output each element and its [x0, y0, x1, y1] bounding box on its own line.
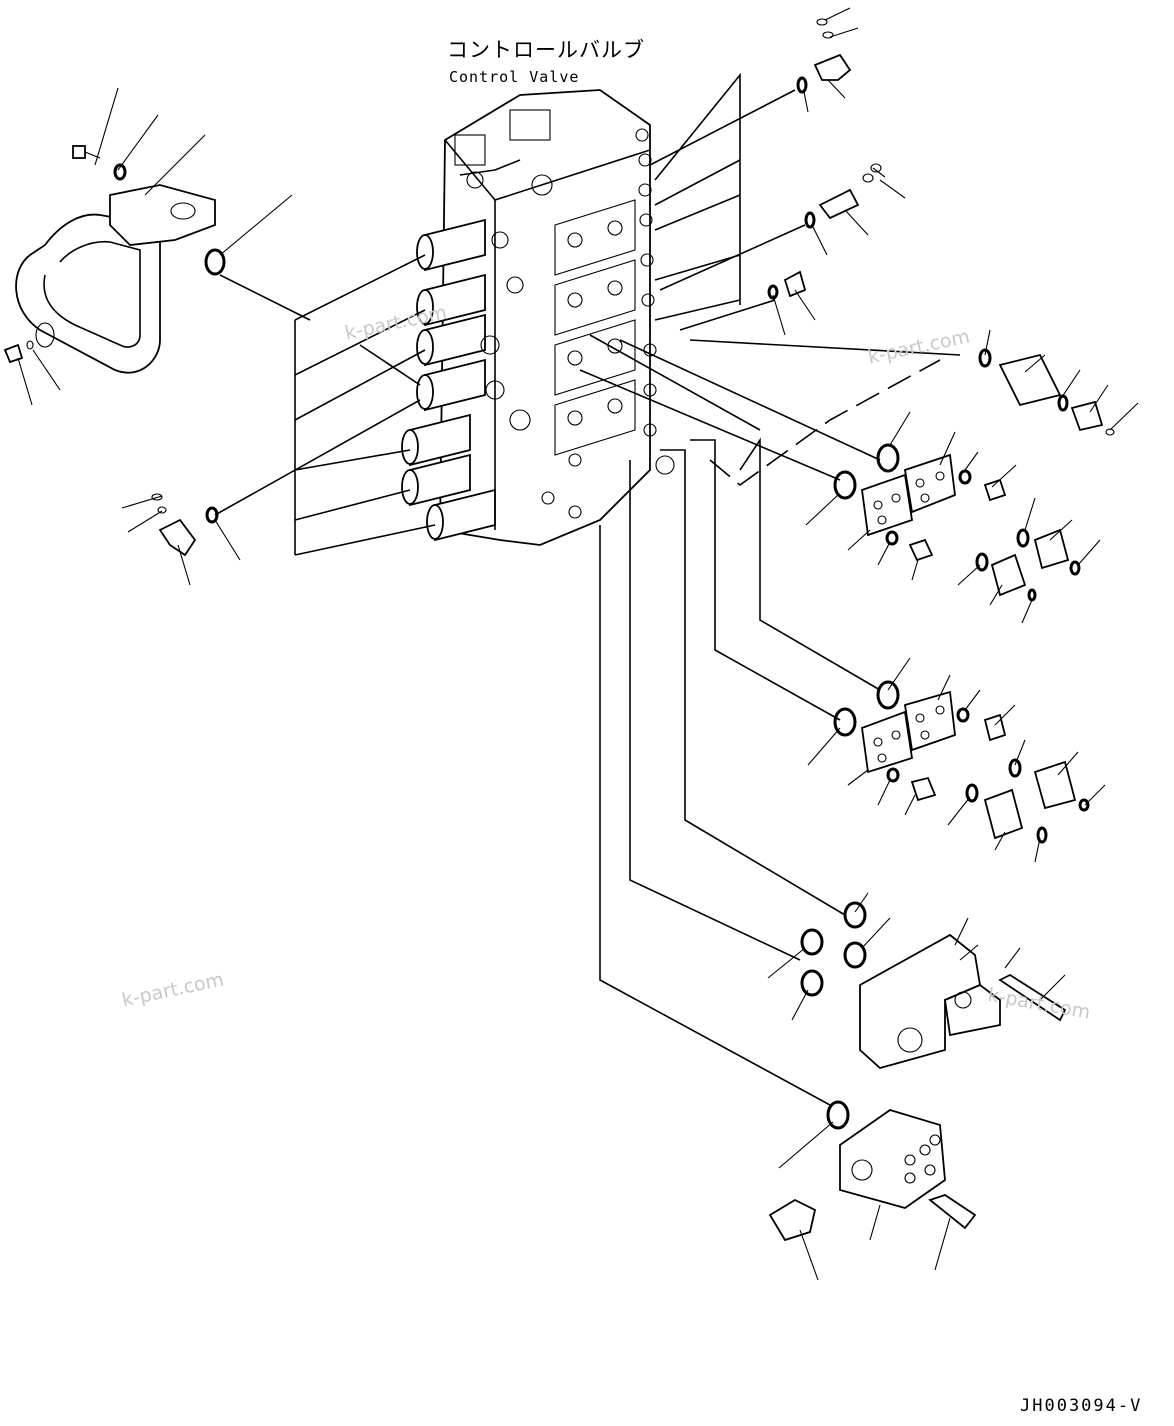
- callout-lines: [17, 7, 1139, 1281]
- top-right-fittings: [767, 18, 1115, 436]
- flange-group-2: [833, 680, 1090, 844]
- left-elbow-fitting: [151, 493, 219, 557]
- pipe-assembly: [3, 145, 226, 374]
- control-valve-body: [401, 89, 675, 546]
- drawing-code: JH003094-V: [1020, 1396, 1143, 1416]
- leader-lines-top-right: [649, 72, 961, 356]
- diagram-title-english: Control Valve: [449, 68, 580, 86]
- leader-lines-down: [579, 334, 941, 1106]
- valve-block-group: [800, 901, 1067, 1069]
- bottom-block-group: [768, 1100, 977, 1242]
- flange-group-1: [833, 443, 1081, 602]
- diagram-title-japanese: コントロールバルブ: [447, 38, 645, 62]
- leader-lines-left: [214, 254, 436, 556]
